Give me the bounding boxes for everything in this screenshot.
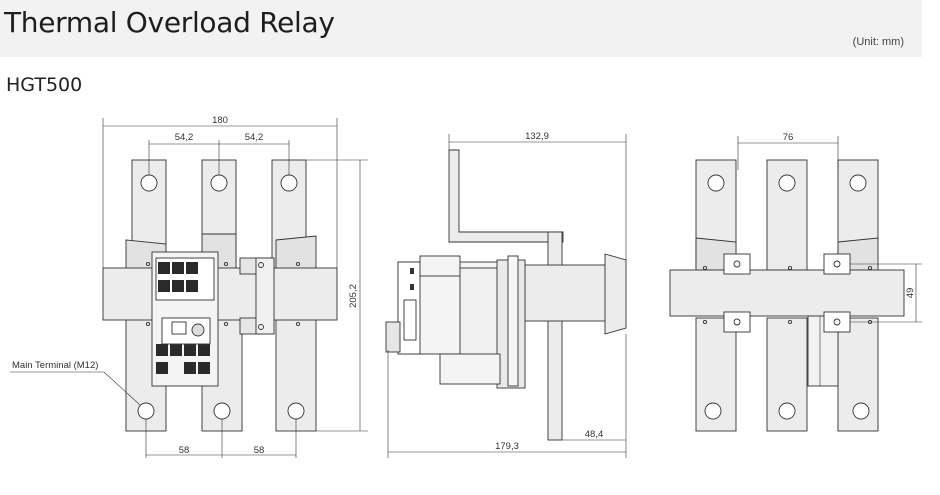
dim-overall-height: 205,2 (348, 284, 359, 308)
front-view (10, 118, 368, 458)
unit-note: (Unit: mm) (852, 36, 904, 48)
callout-main-terminal: Main Terminal (M12) (12, 360, 98, 371)
dim-top-depth: 132,9 (525, 131, 549, 142)
rear-view (669, 136, 922, 432)
dim-rear-top-pitch: 76 (783, 132, 794, 143)
title-bar (0, 0, 922, 57)
page-title: Thermal Overload Relay (4, 6, 335, 39)
dim-pitch-top-right: 54,2 (245, 132, 264, 143)
dim-pitch-bottom-right: 58 (254, 445, 265, 456)
dim-mount-height: 49 (905, 288, 916, 299)
dim-pitch-top-left: 54,2 (175, 132, 194, 143)
dim-bottom-offset: 48,4 (585, 429, 604, 440)
side-view (385, 134, 627, 458)
dim-pitch-bottom-left: 58 (179, 445, 190, 456)
model-title: HGT500 (6, 74, 83, 96)
dim-overall-depth: 179,3 (495, 441, 519, 452)
dim-overall-width: 180 (212, 115, 228, 126)
